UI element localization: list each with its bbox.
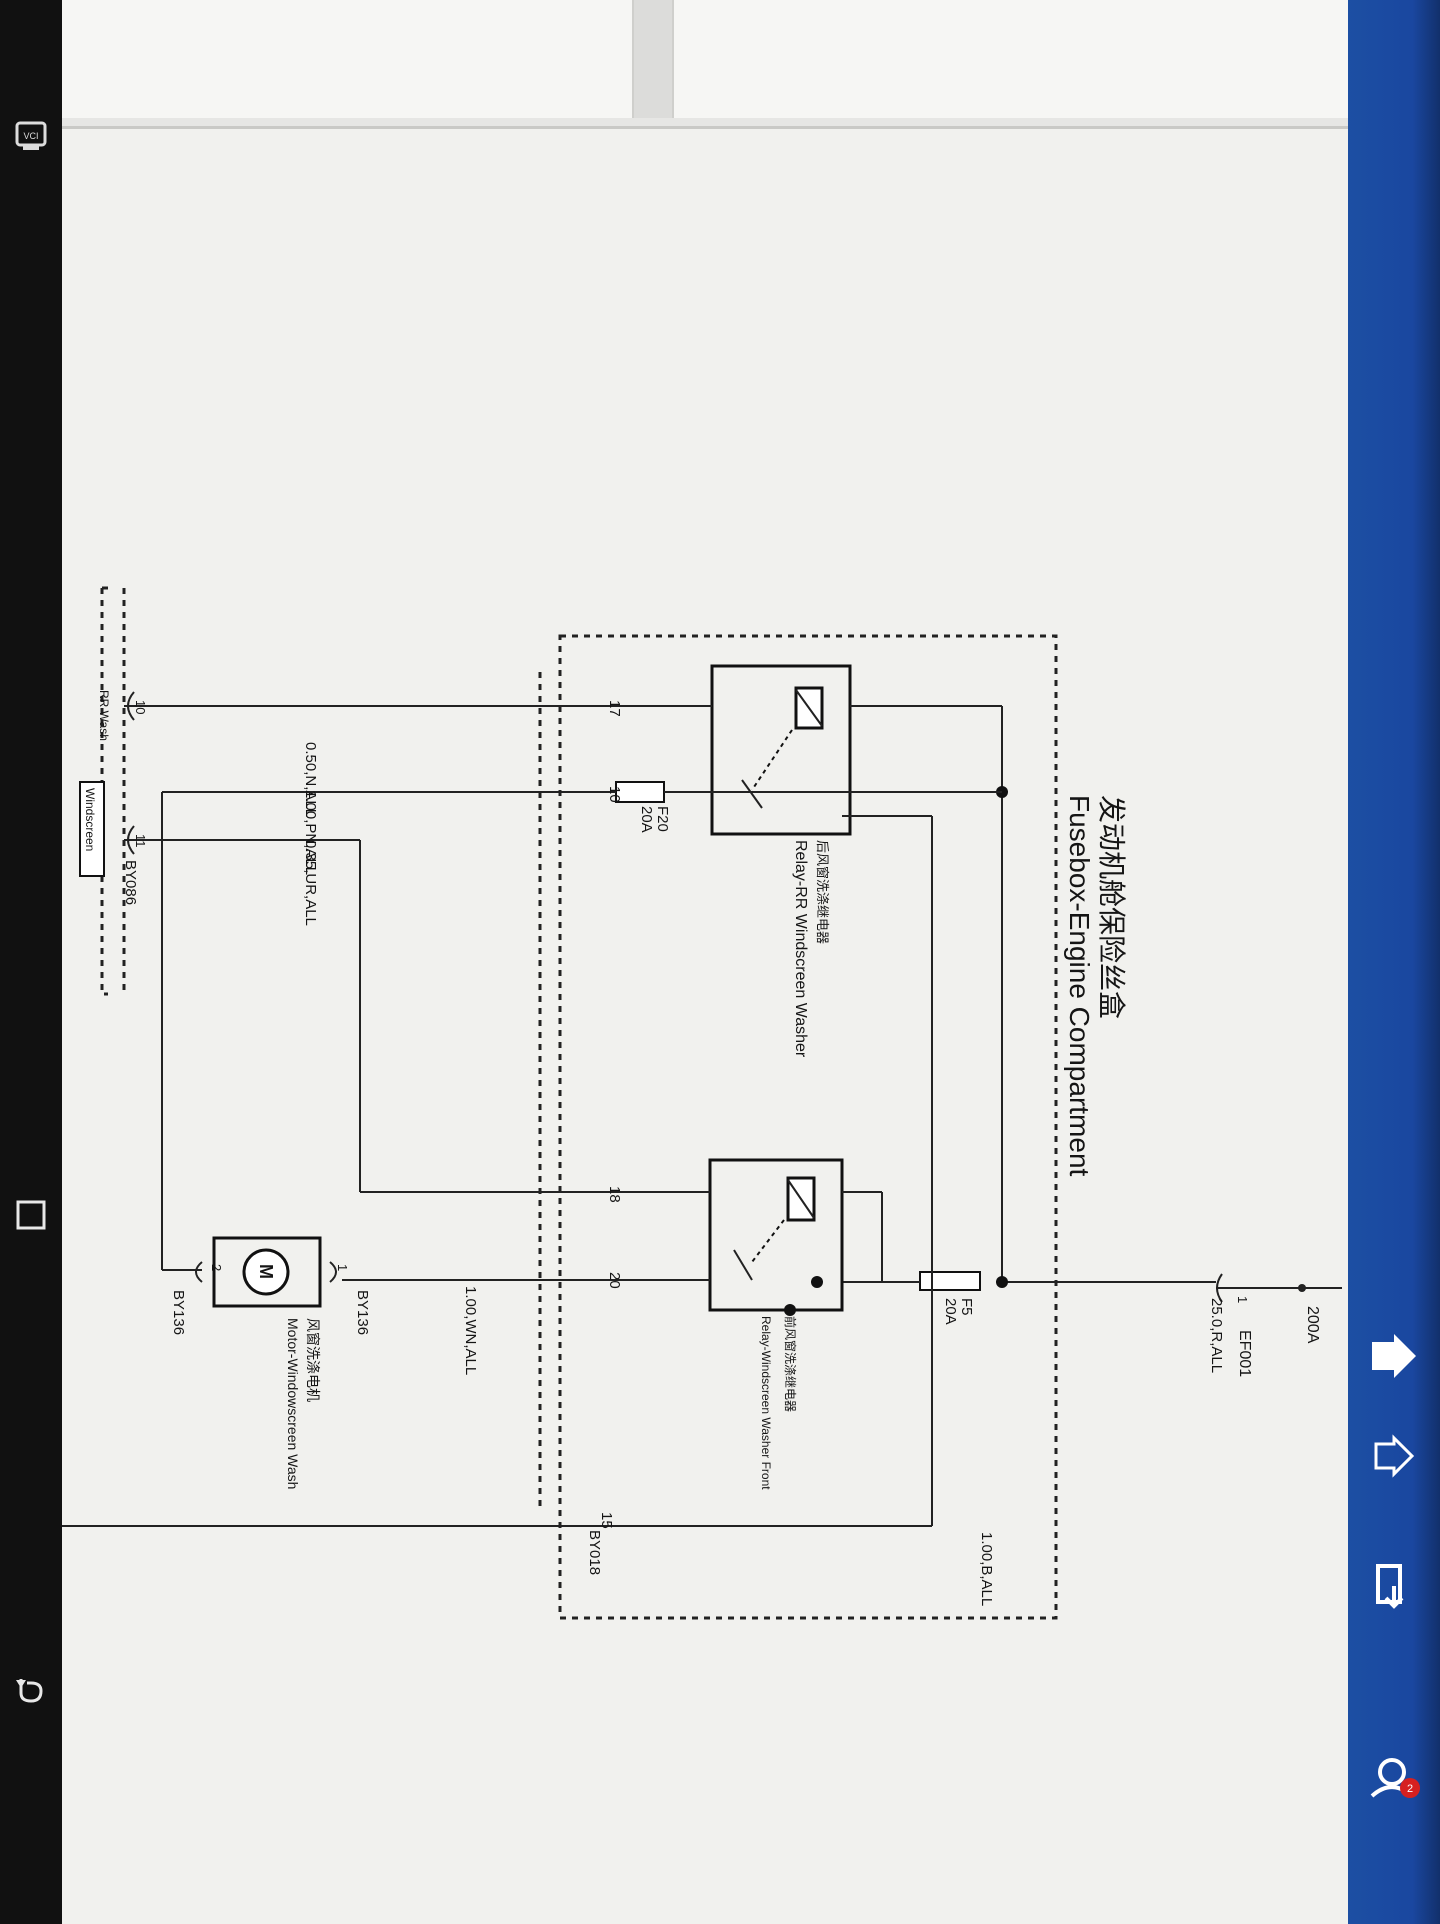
- by018-pin-20: 20: [606, 1272, 623, 1289]
- relay-rr-washer[interactable]: [710, 664, 852, 836]
- by018-connector: BY018: [586, 1530, 603, 1575]
- windscreen-tag: [79, 781, 105, 877]
- by136-pin-2: 2: [209, 1264, 224, 1271]
- junction-dot: [811, 1276, 823, 1288]
- back-icon[interactable]: [8, 1666, 54, 1712]
- android-nav-bar: VCI: [0, 0, 62, 1924]
- user-notification-icon[interactable]: 2: [1358, 1740, 1430, 1812]
- relay-front-link: [751, 1219, 785, 1263]
- top-panel-cell: [674, 0, 1348, 118]
- washer-motor-m: M: [256, 1264, 276, 1279]
- wiring-diagram: 发动机舱保险丝盒 Fusebox-Engine Compartment 200A…: [62, 586, 1342, 1620]
- diagram-viewer: 发动机舱保险丝盒 Fusebox-Engine Compartment 200A…: [62, 0, 1348, 1924]
- rr-connector-outline: [100, 586, 108, 996]
- relay-rr-coil-diagonal: [795, 689, 823, 727]
- relay-rr-link: [751, 729, 793, 791]
- home-icon[interactable]: [1358, 1320, 1430, 1392]
- by136-connector-top: BY136: [354, 1290, 371, 1335]
- fusebox-outline: [558, 634, 1058, 1620]
- supply-wire-label: 25.0,R,ALL: [1208, 1298, 1225, 1373]
- recent-apps-icon[interactable]: [8, 1192, 54, 1238]
- by018-pin-10: 10: [606, 786, 623, 803]
- fuse-f20-id: F20: [654, 806, 671, 832]
- relay-front-coil-diagonal: [787, 1179, 815, 1219]
- ef001-connector: EF001: [1236, 1330, 1253, 1377]
- by018-pin-18: 18: [606, 1186, 623, 1203]
- fuse-f5: [919, 1271, 981, 1291]
- fuse-f20-rating: 20A: [638, 806, 655, 833]
- relay-front-washer[interactable]: [708, 1158, 844, 1312]
- vci-icon[interactable]: VCI: [8, 112, 54, 158]
- by136-pin2-symbol: [195, 1261, 203, 1283]
- by086-connector: BY086: [122, 860, 139, 905]
- relay-front-label-cn: 前风窗洗涤继电器: [783, 1316, 798, 1412]
- relay-front-contact: [733, 1249, 753, 1281]
- by136-pin1-symbol: [329, 1261, 337, 1283]
- rr-wash-label: RR Wash: [97, 690, 111, 741]
- fuse-f5-rating: 20A: [942, 1298, 959, 1325]
- relay-rr-contact: [741, 779, 763, 809]
- by086-pin-11: 11: [133, 834, 148, 848]
- wire-label-1.00-wn: 1.00,WN,ALL: [462, 1286, 479, 1375]
- washer-motor-label-cn: 风窗洗涤电机: [304, 1318, 321, 1402]
- by018-pin-17: 17: [606, 700, 623, 717]
- washer-motor-symbol: [242, 1248, 290, 1296]
- exit-icon[interactable]: [1358, 1548, 1430, 1620]
- notification-badge: [1400, 1778, 1420, 1798]
- fusebox-title-en: Fusebox-Engine Compartment: [1064, 795, 1095, 1177]
- wire-label-1.00-b: 1.00,B,ALL: [978, 1532, 995, 1606]
- vci-icon-label: VCI: [23, 131, 38, 141]
- by136-pin-1: 1: [335, 1264, 350, 1271]
- wire-label-0.50-n: 0.50,N,ALL: [302, 742, 319, 817]
- junction-dot: [784, 1304, 796, 1316]
- ef001-pin: 1: [1235, 1296, 1250, 1303]
- by086-pin-10: 10: [133, 700, 148, 714]
- fuse-f5-id: F5: [958, 1298, 975, 1316]
- right-toolbar: 2: [1348, 0, 1440, 1924]
- by136-connector-bottom: BY136: [170, 1290, 187, 1335]
- relay-front-label-en: Relay-Windscreen Washer Front: [759, 1316, 773, 1490]
- washer-motor-label-en: Motor-Windowscreen Wash: [285, 1318, 301, 1489]
- supply-fuse-rating: 200A: [1304, 1306, 1321, 1344]
- by086-pin11-symbol: [127, 825, 135, 855]
- by018-pin-15: 15: [598, 1512, 615, 1529]
- relay-rr-label-en: Relay-RR Windscreen Washer: [792, 840, 809, 1058]
- washer-motor[interactable]: [212, 1236, 322, 1308]
- top-panel: [62, 0, 1348, 129]
- junction-dot: [996, 1276, 1008, 1288]
- notification-badge-count: 2: [1407, 1783, 1413, 1795]
- top-panel-cell: [62, 0, 634, 118]
- wire-label-0.35-ur: 0.35,UR,ALL: [302, 840, 319, 926]
- windscreen-label: Windscreen: [83, 788, 97, 851]
- wire-label-1.00-pn: 1.00,PN,ALL: [302, 790, 319, 875]
- relay-rr-label-cn: 后风窗洗涤继电器: [814, 840, 830, 944]
- top-panel-divider: [634, 0, 674, 118]
- by086-pin10-symbol: [127, 691, 135, 721]
- fusebox-title-cn: 发动机舱保险丝盒: [1095, 795, 1128, 1019]
- exit-home-icon[interactable]: [1358, 1420, 1430, 1492]
